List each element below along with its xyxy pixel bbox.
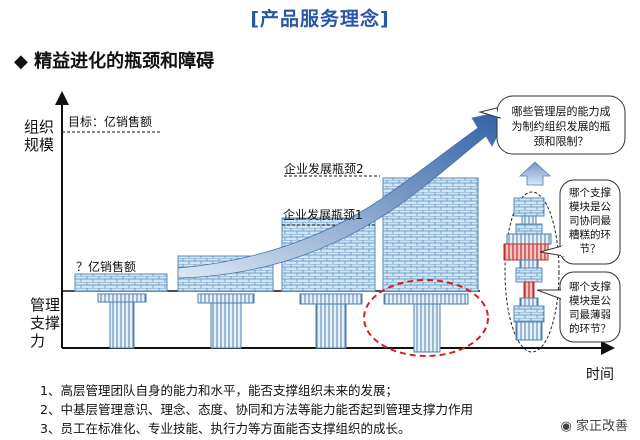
stage1-pillar <box>109 301 135 349</box>
bottleneck2-label: 企业发展瓶颈2 <box>284 162 364 176</box>
y-label-org-scale: 组织规模 <box>24 118 55 154</box>
footnote-3: 3、员工在标准化、专业技能、执行力等方面能否支撑组织的成长。 <box>40 421 411 436</box>
stage4-cap <box>383 293 469 305</box>
stage1-cap <box>97 293 147 303</box>
zoom-ellipse <box>504 191 560 353</box>
stage2-pillar <box>210 302 242 349</box>
top-callout-text: 哪些管理层的能力成为制约组织发展的瓶颈和限制？ <box>511 105 611 148</box>
stage3-pillar <box>315 303 347 349</box>
stage2-cap <box>197 293 255 304</box>
watermark: ◉ 家正改善 <box>560 419 629 434</box>
x-label-time: 时间 <box>586 367 614 383</box>
target-label: 目标：亿销售额 <box>68 115 153 129</box>
stage-1 <box>74 273 168 349</box>
footnote-2: 2、中基层管理意识、理念、态度、协同和方法等能力能否起到管理支撑力作用 <box>40 402 473 417</box>
page-title: [产品服务理念] <box>250 8 390 30</box>
red-weak-segment-2 <box>523 281 535 299</box>
y-label-support: 管理支撑力 <box>30 296 61 350</box>
bottom-callout-bubble <box>559 271 621 343</box>
stage4-pillar <box>413 303 441 353</box>
middle-callout-bubble <box>559 179 621 265</box>
zoom-stack <box>503 197 552 341</box>
start-label: ？亿销售额 <box>76 260 137 274</box>
wechat-icon: ◉ <box>560 419 576 434</box>
weak-point-ellipse <box>363 279 489 357</box>
footnote-1: 1、高层管理团队自身的能力和水平，能否支撑组织未来的发展； <box>40 383 398 398</box>
bottleneck1-label: 企业发展瓶颈1 <box>283 208 363 222</box>
up-arrow-icon <box>518 161 552 186</box>
stage3-cap <box>299 293 363 305</box>
middle-callout-text: 哪个支撑模块是公司协同最糟糕的环节？ <box>569 187 611 255</box>
top-callout-bubble <box>496 95 626 155</box>
bottom-callout-text: 哪个支撑模块是公司最薄弱的环节？ <box>569 281 611 335</box>
section-subtitle: ◆ 精益进化的瓶颈和障碍 <box>14 51 215 72</box>
stage1-block <box>74 273 168 292</box>
